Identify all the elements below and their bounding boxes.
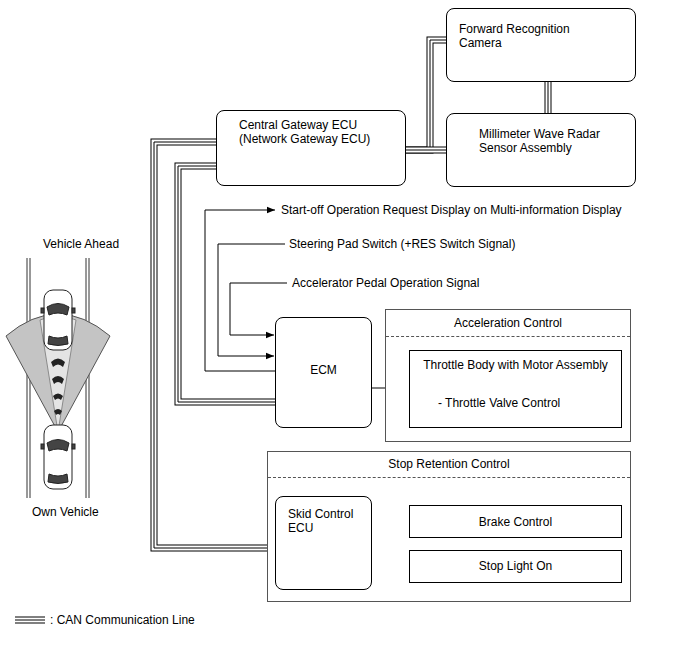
- vehicle-label: Own Vehicle: [31, 505, 100, 519]
- actuator-box: Throttle Body with Motor Assembly - Throt…: [409, 350, 622, 428]
- output-box: Brake Control: [409, 505, 622, 538]
- can-line: [178, 166, 275, 402]
- connector-stroke: [406, 148, 446, 153]
- node-title: Brake Control: [414, 515, 617, 529]
- node-title: Stop Retention Control: [274, 457, 624, 471]
- radar-waves: [50, 341, 66, 415]
- node-title: Skid Control ECU: [288, 507, 361, 535]
- can-line: [406, 40, 446, 150]
- can-line: [154, 142, 275, 548]
- can-line: [406, 150, 446, 151]
- output-box: Stop Light On: [409, 550, 622, 583]
- radar-box: Millimeter Wave Radar Sensor Assembly: [446, 113, 636, 187]
- connector-stroke: [406, 150, 446, 151]
- panel-divider: [268, 477, 630, 478]
- control-panel: Stop Retention ControlSkid Control ECU Br…: [267, 451, 631, 602]
- node-title: Forward Recognition Camera: [459, 22, 575, 50]
- connector-stroke: [178, 166, 275, 402]
- ecm-box: ECM: [275, 317, 372, 428]
- node-title: Throttle Body with Motor Assembly: [414, 358, 617, 372]
- node-title: Central Gateway ECU (Network Gateway ECU…: [239, 118, 397, 146]
- connector-stroke: [406, 40, 446, 150]
- connector-stroke: [154, 142, 275, 548]
- connector-stroke: [406, 147, 446, 154]
- connector-stroke: [546, 82, 551, 113]
- connector-stroke: [154, 142, 275, 548]
- connector-stroke: [545, 82, 552, 113]
- node-title: Stop Light On: [414, 559, 617, 573]
- signal-label: Start-off Operation Request Display on M…: [280, 203, 623, 217]
- camera-box: Forward Recognition Camera: [446, 8, 636, 82]
- gateway-ecu-box: Central Gateway ECU (Network Gateway ECU…: [216, 110, 406, 186]
- connector-stroke: [154, 142, 275, 548]
- node-detail: - Throttle Valve Control: [414, 396, 617, 410]
- vehicle-ahead-car: [41, 290, 75, 350]
- node-title: Millimeter Wave Radar Sensor Assembly: [479, 127, 613, 155]
- connector-stroke: [406, 40, 446, 150]
- connector-stroke: [548, 82, 549, 113]
- vehicle-label: Vehicle Ahead: [42, 237, 120, 251]
- connector-stroke: [178, 166, 275, 402]
- node-title: Acceleration Control: [392, 316, 624, 330]
- connector-stroke: [178, 166, 275, 402]
- skid-ecu-box: Skid Control ECU: [275, 496, 372, 590]
- control-panel: Acceleration ControlThrottle Body with M…: [385, 309, 631, 442]
- can-line: [548, 82, 549, 113]
- own-vehicle-car: [41, 425, 75, 489]
- signal-label: Steering Pad Switch (+RES Switch Signal): [288, 237, 516, 251]
- node-title: ECM: [282, 363, 365, 377]
- connector-stroke: [406, 40, 446, 150]
- panel-divider: [386, 336, 630, 337]
- legend-text: : CAN Communication Line: [49, 613, 196, 627]
- legend-line-sample: [15, 620, 45, 621]
- signal-label: Accelerator Pedal Operation Signal: [291, 276, 480, 290]
